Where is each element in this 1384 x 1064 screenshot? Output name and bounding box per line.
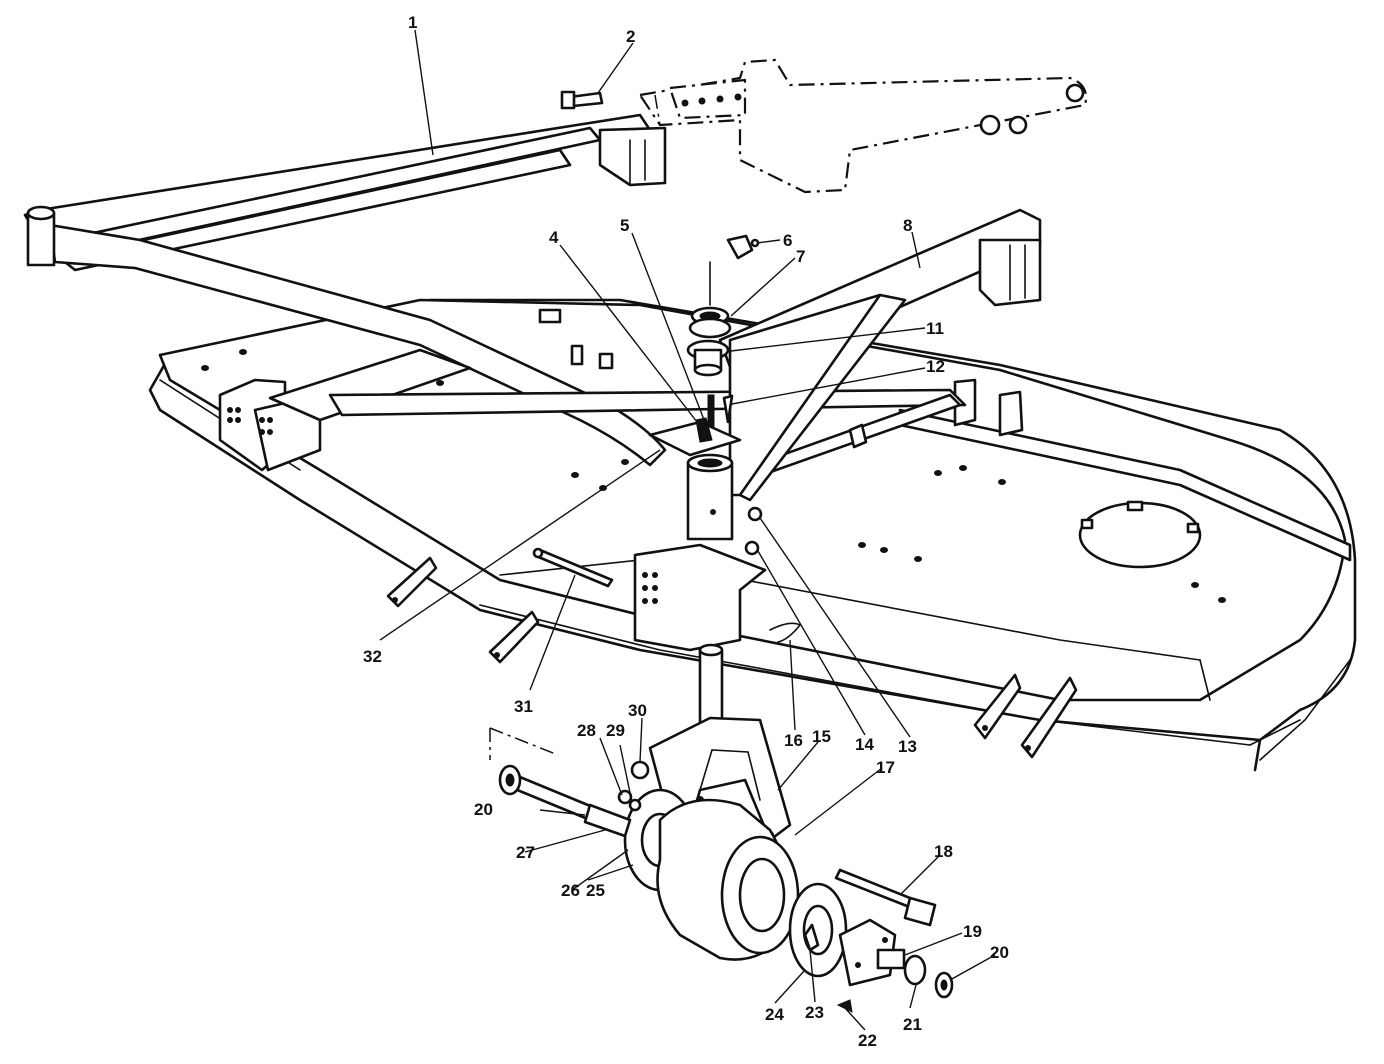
callout-8: 8 (903, 216, 912, 235)
callout-2: 2 (626, 27, 635, 46)
caster-hardware-stack (532, 90, 802, 652)
callout-32: 32 (363, 647, 382, 666)
caster-wheel-assembly (489, 643, 954, 1013)
callout-16: 16 (784, 731, 803, 750)
callout-20-right: 20 (990, 943, 1009, 962)
callout-25: 25 (586, 881, 605, 900)
callout-24: 24 (765, 1005, 784, 1024)
callout-17: 17 (876, 758, 895, 777)
callout-28: 28 (577, 721, 596, 740)
callout-15: 15 (812, 727, 831, 746)
push-frame (23, 113, 1042, 541)
callout-5: 5 (620, 216, 629, 235)
callout-26: 26 (561, 881, 580, 900)
callout-31: 31 (514, 697, 533, 716)
callout-6: 6 (783, 231, 792, 250)
leader-lines (379, 29, 996, 1031)
callout-1: 1 (408, 13, 417, 32)
callout-22: 22 (858, 1031, 877, 1050)
callout-13: 13 (898, 737, 917, 756)
callout-labels: 1 2 4 5 6 7 8 11 12 13 14 15 16 17 18 19… (363, 13, 1009, 1050)
callout-27: 27 (516, 843, 535, 862)
mower-deck (148, 298, 1357, 772)
callout-30: 30 (628, 701, 647, 720)
callout-21: 21 (903, 1015, 922, 1034)
callout-29: 29 (606, 721, 625, 740)
callout-12: 12 (926, 357, 945, 376)
callout-14: 14 (855, 735, 874, 754)
callout-23: 23 (805, 1003, 824, 1022)
callout-4: 4 (549, 228, 559, 247)
callout-19: 19 (963, 922, 982, 941)
callout-7: 7 (796, 247, 805, 266)
tractor-hitch-dashed (638, 58, 1088, 194)
callout-20-left: 20 (474, 800, 493, 819)
callout-11: 11 (926, 319, 944, 338)
callout-18: 18 (934, 842, 953, 861)
